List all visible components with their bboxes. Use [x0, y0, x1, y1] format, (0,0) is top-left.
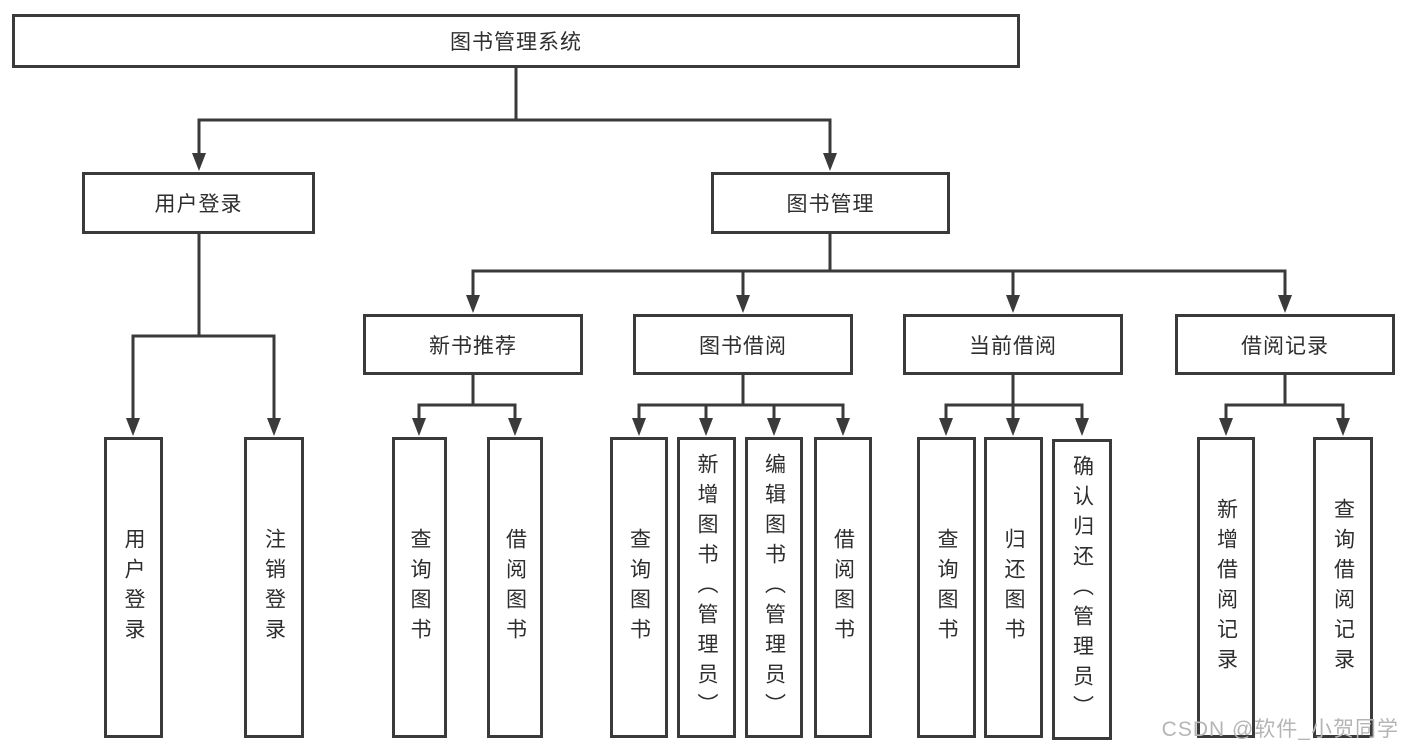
leaf-logout: 注销登录	[244, 437, 304, 738]
leaf-confirm-return-admin: 确认归还（管理员）	[1052, 439, 1112, 740]
leaf-query-books-current: 查询图书	[917, 437, 976, 738]
node-user-login: 用户登录	[82, 172, 315, 234]
node-new-book-recommend: 新书推荐	[363, 314, 583, 375]
leaf-return-books: 归还图书	[984, 437, 1043, 738]
leaf-borrow-books-recommend: 借阅图书	[487, 437, 543, 738]
leaf-borrow-books: 借阅图书	[814, 437, 872, 738]
node-borrow-records: 借阅记录	[1175, 314, 1395, 375]
leaf-query-books-borrow: 查询图书	[610, 437, 668, 738]
leaf-user-login: 用户登录	[104, 437, 163, 738]
leaf-query-books-recommend: 查询图书	[392, 437, 447, 738]
node-current-borrow: 当前借阅	[903, 314, 1123, 375]
node-book-borrow: 图书借阅	[633, 314, 853, 375]
leaf-add-book-admin: 新增图书（管理员）	[677, 437, 736, 738]
leaf-edit-book-admin: 编辑图书（管理员）	[745, 437, 803, 738]
node-library-management-system: 图书管理系统	[12, 14, 1020, 68]
watermark: CSDN @软件_小贺同学	[1161, 718, 1399, 741]
leaf-add-borrow-record: 新增借阅记录	[1197, 437, 1255, 738]
node-book-management: 图书管理	[711, 172, 950, 234]
leaf-query-borrow-record: 查询借阅记录	[1313, 437, 1373, 738]
